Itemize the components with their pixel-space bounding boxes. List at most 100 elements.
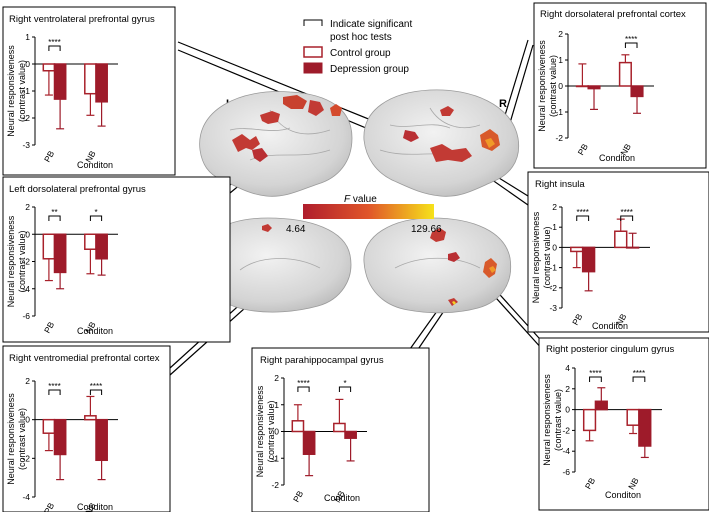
panel-rvmpfc: Right ventromedial prefrontal cortex-4-2… bbox=[2, 345, 171, 512]
significance-bracket bbox=[48, 215, 61, 221]
bar-control-nb bbox=[626, 408, 640, 426]
y-axis-label: Neural responsiveness bbox=[6, 393, 16, 485]
brain-right-lateral bbox=[363, 89, 520, 197]
bar-control-nb bbox=[333, 422, 346, 433]
significance-bracket bbox=[48, 45, 61, 51]
panel-frame bbox=[2, 345, 171, 512]
panel-title: Right posterior cingulum gyrus bbox=[546, 344, 675, 355]
legend-control: Control group bbox=[330, 48, 391, 59]
panel-frame bbox=[538, 337, 709, 511]
y-tick-label: 1 bbox=[274, 400, 279, 410]
significance-bracket bbox=[48, 389, 61, 395]
y-axis-label: Neural responsiveness bbox=[6, 45, 16, 137]
significance-bracket bbox=[89, 389, 103, 395]
y-axis-label: (contrast value) bbox=[17, 230, 27, 292]
y-axis-label: Neural responsiveness bbox=[255, 385, 265, 477]
bar-depression-pb bbox=[53, 63, 67, 100]
posthoc-bracket-icon bbox=[303, 19, 323, 26]
brain-left-lateral bbox=[199, 91, 353, 197]
panel-title: Right ventrolateral prefrontal gyrus bbox=[9, 14, 155, 25]
x-axis-label: Conditon bbox=[599, 153, 635, 163]
y-axis-label: (contrast value) bbox=[542, 226, 552, 288]
significance-bracket bbox=[589, 376, 602, 382]
y-tick-label: 2 bbox=[25, 202, 30, 212]
y-tick-label: 2 bbox=[565, 384, 570, 394]
brain-right-medial bbox=[363, 217, 512, 314]
y-tick-label: 0 bbox=[25, 415, 30, 425]
bar-depression-pb bbox=[53, 418, 67, 456]
y-axis-label: (contrast value) bbox=[548, 55, 558, 117]
x-axis-label: Conditon bbox=[77, 326, 113, 336]
panel-title: Right dorsolateral prefrontal cortex bbox=[540, 9, 686, 20]
y-tick-label: -2 bbox=[562, 425, 570, 435]
bar-control-pb bbox=[291, 420, 305, 433]
depression-swatch bbox=[303, 62, 323, 74]
x-axis-label: Conditon bbox=[77, 160, 113, 170]
significance-label: **** bbox=[297, 379, 309, 388]
significance-label: **** bbox=[48, 38, 60, 47]
bar-depression-pb bbox=[594, 400, 608, 411]
bar-depression-nb bbox=[630, 85, 644, 98]
y-tick-label: 2 bbox=[552, 202, 557, 212]
panel-rpcg: Right posterior cingulum gyrus-6-4-2024N… bbox=[538, 337, 709, 511]
y-tick-label: 1 bbox=[25, 32, 30, 42]
significance-bracket bbox=[576, 215, 590, 221]
bar-control-pb bbox=[42, 233, 56, 260]
y-tick-label: 0 bbox=[565, 405, 570, 415]
colorbar-gradient bbox=[303, 204, 434, 219]
panel-title: Right parahippocampal gyrus bbox=[260, 355, 384, 366]
y-axis-label: (contrast value) bbox=[266, 400, 276, 462]
bar-control-pb bbox=[570, 246, 584, 253]
bar-control-nb bbox=[84, 63, 97, 95]
significance-label: **** bbox=[576, 208, 588, 217]
y-tick-label: 0 bbox=[274, 427, 279, 437]
y-tick-label: 0 bbox=[25, 229, 30, 239]
significance-label: **** bbox=[589, 369, 601, 378]
x-axis-label: Conditon bbox=[77, 502, 113, 512]
significance-bracket bbox=[620, 215, 634, 221]
y-tick-label: -6 bbox=[562, 467, 570, 477]
panel-frame bbox=[2, 176, 231, 343]
y-tick-label: 0 bbox=[552, 242, 557, 252]
y-axis-label: (contrast value) bbox=[17, 60, 27, 122]
x-tick-label: PB bbox=[42, 501, 56, 512]
bar-control-nb bbox=[84, 415, 97, 421]
bar-control-pb bbox=[575, 85, 589, 88]
y-tick-label: 4 bbox=[565, 363, 570, 373]
colorbar-max: 129.66 bbox=[411, 224, 442, 235]
x-axis-label: Conditon bbox=[592, 321, 628, 331]
y-tick-label: -3 bbox=[22, 140, 30, 150]
y-axis-label: Neural responsiveness bbox=[542, 374, 552, 466]
x-axis-label: Conditon bbox=[605, 490, 641, 500]
bar-control-nb bbox=[618, 61, 632, 87]
y-tick-label: -2 bbox=[22, 453, 30, 463]
y-axis-label: Neural responsiveness bbox=[6, 215, 16, 307]
y-tick-label: -3 bbox=[549, 303, 557, 313]
panel-rdlpfc: Right dorsolateral prefrontal cortex-2-1… bbox=[533, 2, 707, 169]
significance-bracket bbox=[624, 42, 638, 48]
y-axis-label: Neural responsiveness bbox=[531, 211, 541, 303]
significance-label: **** bbox=[90, 382, 102, 391]
y-tick-label: -1 bbox=[549, 263, 557, 273]
significance-bracket bbox=[297, 386, 310, 392]
y-tick-label: -2 bbox=[271, 480, 279, 490]
y-axis-label: (contrast value) bbox=[17, 408, 27, 470]
bar-depression-nb bbox=[95, 418, 108, 462]
significance-label: **** bbox=[625, 35, 637, 44]
y-tick-label: -2 bbox=[22, 257, 30, 267]
y-tick-label: -2 bbox=[555, 133, 563, 143]
y-tick-label: -1 bbox=[22, 86, 30, 96]
bar-depression-nb bbox=[344, 430, 357, 439]
legend: Indicate significant post hoc tests Cont… bbox=[303, 19, 412, 75]
significance-bracket bbox=[632, 376, 646, 382]
significance-label: **** bbox=[620, 208, 632, 217]
significance-label: * bbox=[94, 208, 97, 217]
legend-depression: Depression group bbox=[330, 64, 409, 75]
y-tick-label: -2 bbox=[549, 283, 557, 293]
panel-ldlpfg: Left dorsolateral prefrontal gyrus-6-4-2… bbox=[2, 176, 231, 343]
y-axis-label: Neural responsiveness bbox=[537, 40, 547, 132]
panel-title: Right insula bbox=[535, 179, 585, 190]
x-axis-label: Conditon bbox=[324, 493, 360, 503]
bar-depression-pb bbox=[53, 233, 67, 274]
bar-control-pb bbox=[42, 63, 56, 72]
